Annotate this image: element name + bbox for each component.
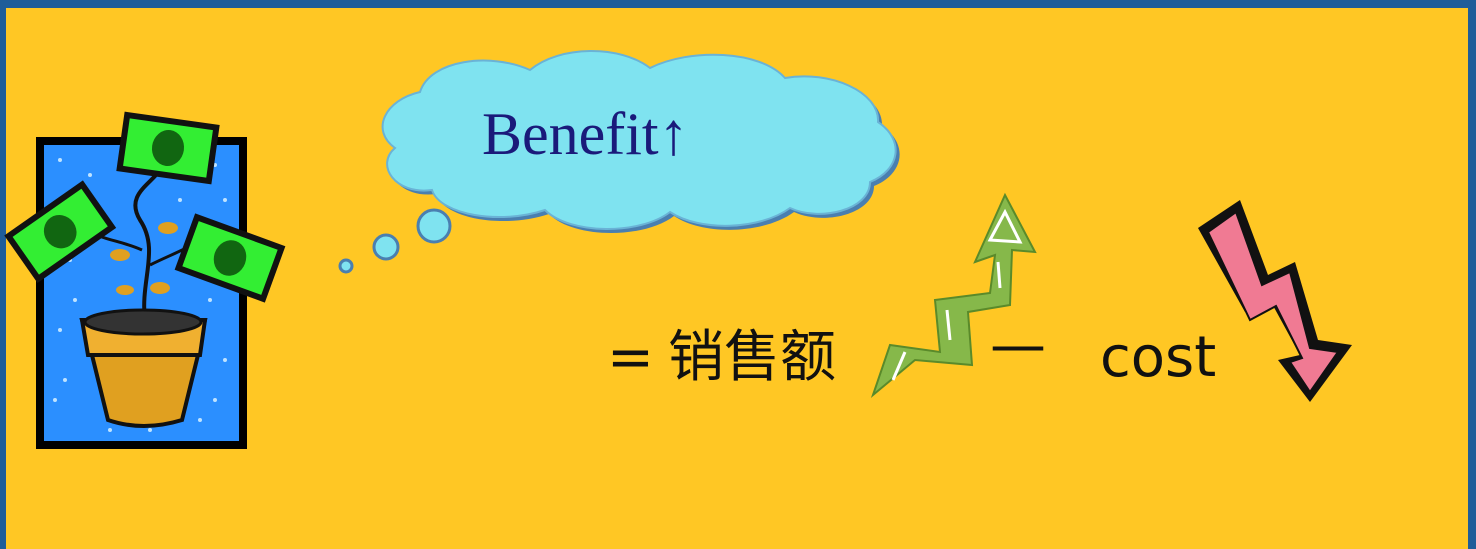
benefit-cloud-text: Benefit↑ (482, 101, 689, 167)
zigzag-up-arrow-icon (870, 192, 1037, 399)
equals-sign: = (607, 325, 654, 390)
cost-label: cost (1100, 325, 1217, 390)
revenue-label: 销售额 (668, 325, 836, 390)
minus-sign: — (990, 313, 1046, 378)
thought-cloud-icon (338, 50, 900, 274)
zigzag-down-arrow-icon (1198, 200, 1352, 402)
money-tree-icon (4, 111, 286, 449)
